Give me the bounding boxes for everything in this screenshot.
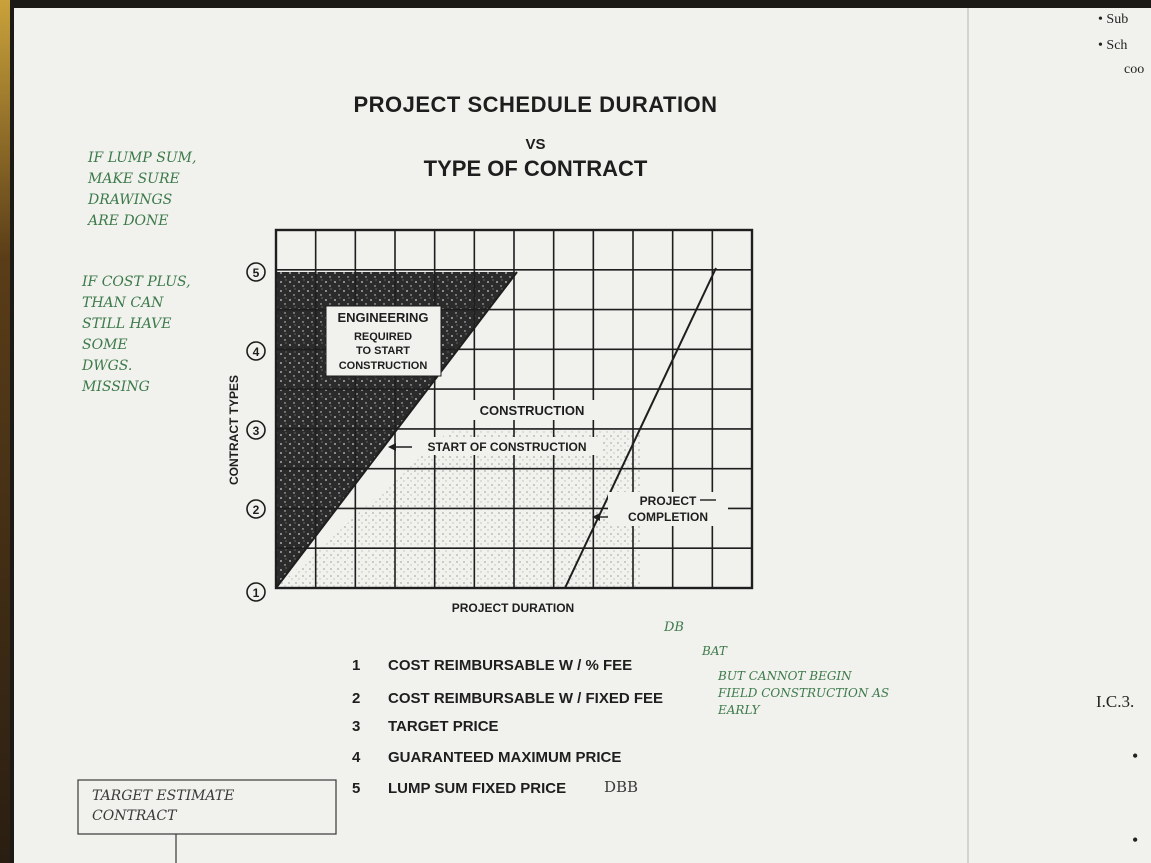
y-marker-4: 4: [253, 345, 260, 359]
handwritten-note-cost-plus: IF COST PLUS, THAN CAN STILL HAVE SOME D…: [82, 274, 191, 395]
engineering-label: ENGINEERING: [337, 310, 428, 325]
handwritten-dbb: DBB: [604, 778, 639, 796]
title-line-2: VS: [525, 136, 546, 153]
construction-label-box: [462, 400, 600, 420]
y-marker-circle-4: [246, 341, 266, 361]
handwritten-box: [77, 779, 337, 835]
legend-text-4: GUARANTEED MAXIMUM PRICE: [388, 749, 622, 766]
y-marker-5: 5: [253, 266, 260, 280]
legend-item-2: 2 COST REIMBURSABLE W / FIXED FEE: [352, 690, 663, 707]
right-bullet-2-cont: coo: [1124, 62, 1145, 77]
engineering-sub-1: REQUIRED: [354, 331, 412, 343]
start-label: START OF CONSTRUCTION: [427, 440, 586, 454]
y-axis-label: CONTRACT TYPES: [227, 375, 241, 485]
legend-item-1: 1 COST REIMBURSABLE W / % FEE: [352, 657, 632, 674]
title-line-3: TYPE OF CONTRACT: [423, 156, 648, 181]
right-bullet-2: • Sch: [1098, 38, 1128, 53]
y-marker-circle-5: [246, 262, 266, 282]
legend-num-1: 1: [352, 657, 361, 674]
y-marker-circle-1: [246, 582, 266, 602]
legend-text-3: TARGET PRICE: [388, 718, 499, 735]
legend-num-4: 4: [352, 749, 361, 766]
legend-num-3: 3: [352, 718, 361, 735]
legend-item-3: 3 TARGET PRICE: [352, 718, 499, 735]
engineering-label-box: [325, 305, 442, 377]
legend-text-5: LUMP SUM FIXED PRICE: [388, 780, 567, 797]
completion-label-box: [608, 492, 728, 526]
y-marker-circle-3: [246, 420, 266, 440]
handwritten-box-text: TARGET ESTIMATE CONTRACT: [92, 788, 235, 824]
engineering-sub-3: CONSTRUCTION: [339, 360, 428, 372]
y-marker-circle-2: [246, 499, 266, 519]
right-bullet-1: • Sub: [1098, 12, 1129, 27]
start-arrowhead: [388, 443, 396, 451]
construction-label: CONSTRUCTION: [480, 403, 585, 418]
start-of-construction-line: [275, 271, 518, 589]
legend-item-5: 5 LUMP SUM FIXED PRICE: [352, 780, 566, 797]
project-completion-line: [564, 267, 717, 589]
legend-text-1: COST REIMBURSABLE W / % FEE: [388, 657, 633, 674]
y-marker-3: 3: [253, 424, 260, 438]
handwritten-note-field: BUT CANNOT BEGIN FIELD CONSTRUCTION AS E…: [718, 669, 890, 717]
right-section-number: I.C.3.: [1096, 692, 1135, 711]
handwritten-bat: BAT: [702, 644, 727, 658]
engineering-sub-2: TO START: [356, 345, 410, 357]
y-marker-1: 1: [253, 586, 260, 600]
binder-edge: [0, 0, 10, 863]
grid: [276, 230, 752, 588]
legend-num-2: 2: [352, 690, 361, 707]
right-bullet-1-text: Sub: [1106, 12, 1129, 27]
completion-arrowhead: [592, 513, 600, 521]
legend-text-2: COST REIMBURSABLE W / FIXED FEE: [388, 690, 664, 707]
completion-label-2: COMPLETION: [628, 510, 708, 524]
title-line-1: PROJECT SCHEDULE DURATION: [353, 92, 718, 117]
legend-num-5: 5: [352, 780, 361, 797]
right-bullet-3: •: [1132, 746, 1139, 766]
handwritten-note-lump-sum: IF LUMP SUM, MAKE SURE DRAWINGS ARE DONE: [88, 150, 197, 229]
start-label-box: [412, 437, 602, 455]
handwritten-db: DB: [664, 620, 684, 635]
x-axis-label: PROJECT DURATION: [452, 601, 574, 615]
grid-frame: [274, 228, 754, 590]
legend-item-4: 4 GUARANTEED MAXIMUM PRICE: [352, 749, 621, 766]
right-bullet-4: •: [1132, 830, 1139, 850]
completion-label-1: PROJECT: [640, 494, 697, 508]
y-marker-2: 2: [253, 503, 260, 517]
y-markers: 5 4 3 2 1: [246, 262, 266, 602]
right-bullet-2-text: Sch: [1106, 38, 1128, 53]
